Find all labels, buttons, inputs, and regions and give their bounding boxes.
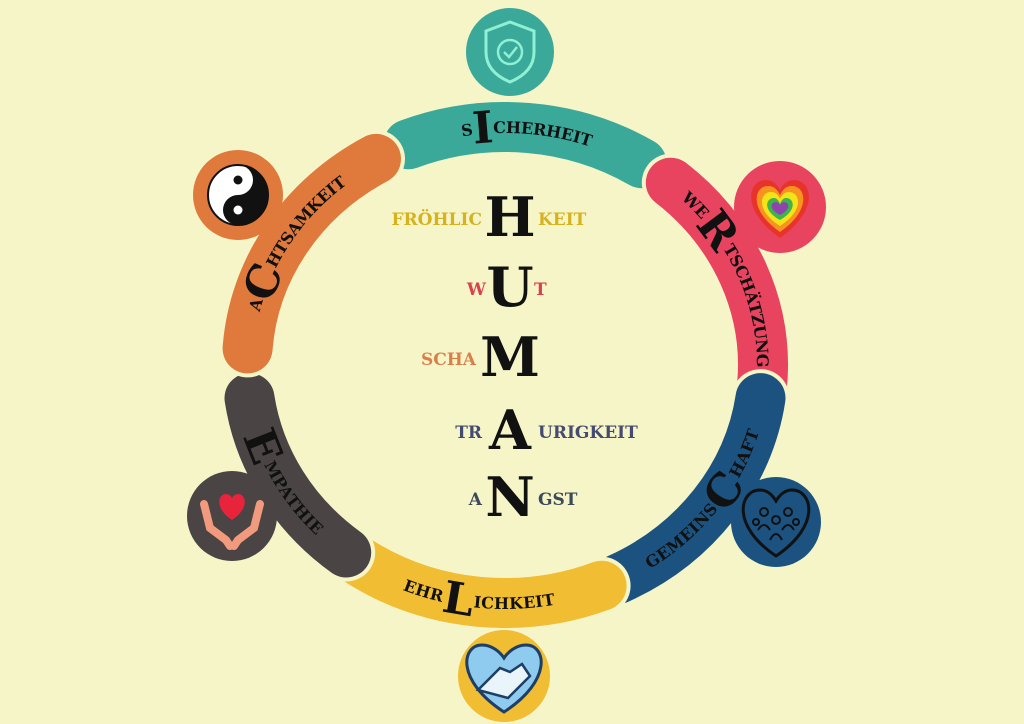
word-left: FRÖHLIC <box>391 209 482 230</box>
rainbow-heart-icon <box>734 161 826 253</box>
acrostic-letter: U <box>486 255 533 319</box>
acrostic-letter: A <box>488 398 532 462</box>
icon-circles <box>187 8 826 722</box>
community-heart-icon <box>731 477 821 567</box>
acrostic-letter: H <box>484 185 535 249</box>
label-big: I <box>471 102 496 154</box>
segment-band-ehrlichkeit <box>335 537 627 628</box>
word-right: T <box>534 280 547 300</box>
acrostic-row: ATR URIGKEIT <box>455 398 638 462</box>
segment-band-gemeinschaft <box>593 373 786 604</box>
acrostic-row: NA GST <box>468 465 578 529</box>
word-right: GST <box>538 490 578 510</box>
segment-band-sicherheit <box>383 102 667 189</box>
acrostic-letter: M <box>480 325 540 389</box>
word-left: W <box>466 280 487 300</box>
yin-yang-icon <box>193 150 283 240</box>
shield-check-icon <box>466 8 554 96</box>
word-left: TR <box>455 423 483 443</box>
acrostic-row: UW T <box>466 255 547 319</box>
label-suffix: ICHKEIT <box>473 589 556 612</box>
word-left: SCHA <box>421 350 477 370</box>
ring-segments <box>218 98 792 632</box>
word-left: A <box>468 490 483 510</box>
handshake-heart-icon <box>458 630 550 722</box>
segment-band-empathie <box>224 373 372 578</box>
segment-band-wertschaetzung <box>645 157 788 411</box>
segment-band-achtsamkeit <box>222 133 401 374</box>
word-right: URIGKEIT <box>538 423 638 443</box>
hands-heart-icon <box>187 471 277 561</box>
acrostic-letter: N <box>485 465 534 529</box>
label-prefix: S <box>460 119 474 139</box>
word-right: KEIT <box>538 210 587 230</box>
